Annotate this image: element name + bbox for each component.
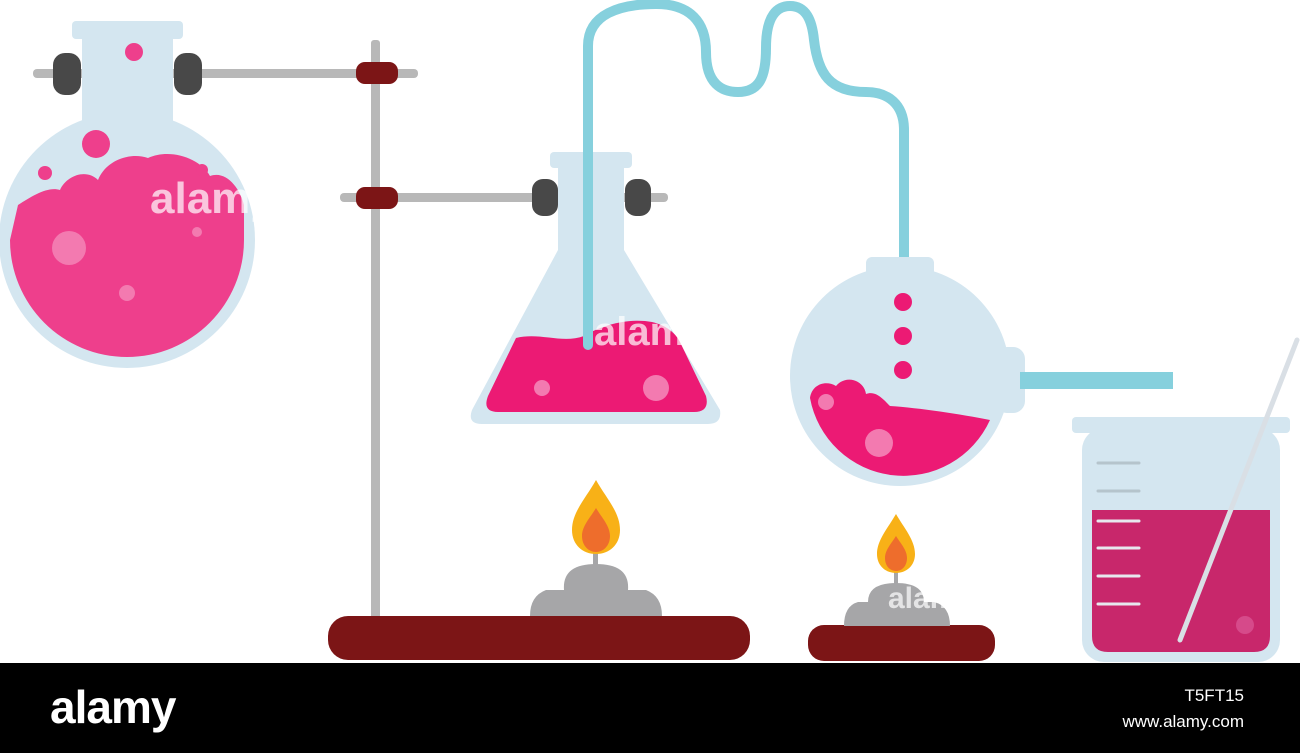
small-burner-base: [808, 625, 995, 661]
stirring-rod: [1177, 337, 1300, 643]
stand-base: [328, 616, 750, 660]
large-burner: [530, 480, 662, 616]
stand-rod: [371, 40, 380, 620]
side-arm-tube: [1020, 372, 1173, 389]
flask-clamp-pad-left: [53, 53, 81, 95]
site-url[interactable]: www.alamy.com: [1122, 712, 1244, 731]
upper-clamp-boss: [356, 62, 398, 84]
watermark: alamy alamy alamy: [150, 174, 973, 615]
watermark-text: alamy: [594, 310, 708, 354]
erlenmeyer-clamp-pad-left: [532, 179, 558, 216]
watermark-text: alamy: [888, 582, 973, 615]
erlenmeyer-flask: [470, 152, 721, 424]
distillation-liquid: [810, 379, 990, 476]
image-id: T5FT15: [1184, 686, 1244, 705]
distillation-flask: [790, 257, 1173, 486]
lower-clamp-boss: [356, 187, 398, 209]
erlenmeyer-clamp-pad-right: [625, 179, 651, 216]
footer-bar: alamy T5FT15 www.alamy.com: [0, 663, 1300, 753]
beaker: [1072, 337, 1300, 662]
watermark-text: alamy: [150, 174, 275, 223]
beaker-liquid: [1092, 510, 1270, 652]
small-burner: [808, 514, 995, 661]
round-bottom-flask: [0, 21, 255, 368]
alamy-logo[interactable]: alamy: [50, 681, 176, 733]
measurement-marks: [1096, 461, 1141, 606]
connecting-tube: [583, 0, 909, 350]
flask-clamp-pad-right: [174, 53, 202, 95]
flask-liquid: [10, 154, 244, 357]
